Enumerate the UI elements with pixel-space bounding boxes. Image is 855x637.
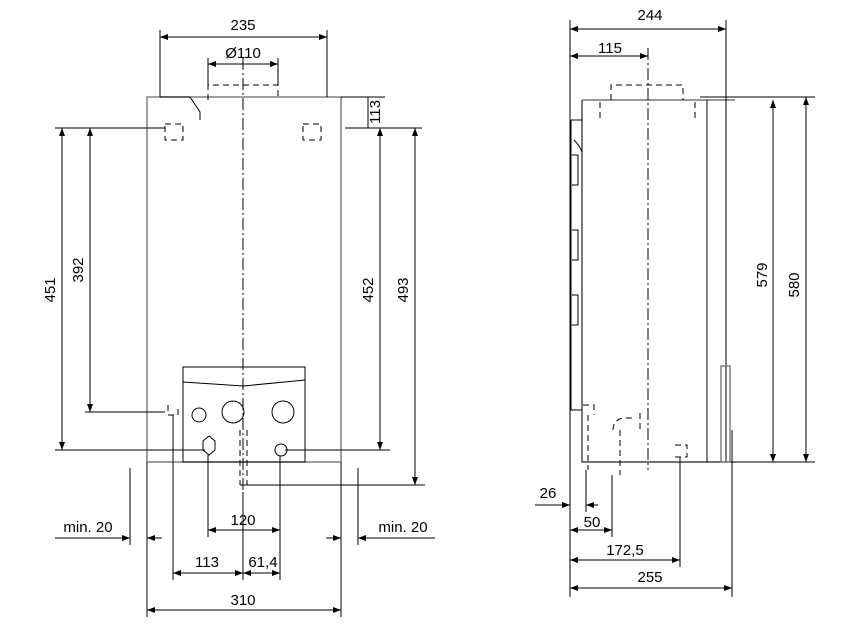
dim-172-5: 172,5 — [606, 542, 644, 559]
knob-icon — [271, 400, 295, 424]
dim-493: 493 — [395, 277, 412, 302]
control-panel — [167, 366, 306, 485]
gas-connection-icon — [202, 435, 216, 456]
side-body — [581, 100, 735, 463]
side-view: 244 115 579 580 26 50 172,5 255 — [535, 7, 815, 597]
dim-min-20-left: min. 20 — [63, 519, 112, 536]
dim-244: 244 — [637, 7, 662, 24]
dim-255: 255 — [637, 569, 662, 586]
front-body — [146, 96, 342, 463]
dim-115: 115 — [598, 40, 622, 57]
dim-61-4: 61,4 — [248, 554, 277, 571]
dim-26: 26 — [540, 485, 557, 502]
hanger-hooks — [164, 123, 322, 141]
dim-flue-diameter: Ø110 — [225, 45, 261, 62]
dim-min-20-right: min. 20 — [378, 519, 427, 536]
dim-451: 451 — [42, 277, 59, 302]
dim-235: 235 — [230, 17, 255, 34]
dim-113-bottom: 113 — [195, 554, 219, 571]
dim-580: 580 — [786, 272, 803, 297]
dim-120: 120 — [230, 512, 255, 529]
dim-113-top: 113 — [367, 100, 384, 124]
dim-452: 452 — [360, 277, 377, 302]
dim-579: 579 — [754, 262, 771, 287]
dim-392: 392 — [70, 257, 87, 282]
front-panel-handle — [720, 365, 731, 463]
dim-50: 50 — [584, 514, 601, 531]
knob-icon — [221, 400, 245, 424]
dim-310: 310 — [230, 592, 255, 609]
front-view: 235 Ø110 113 451 392 452 493 — [42, 17, 435, 617]
